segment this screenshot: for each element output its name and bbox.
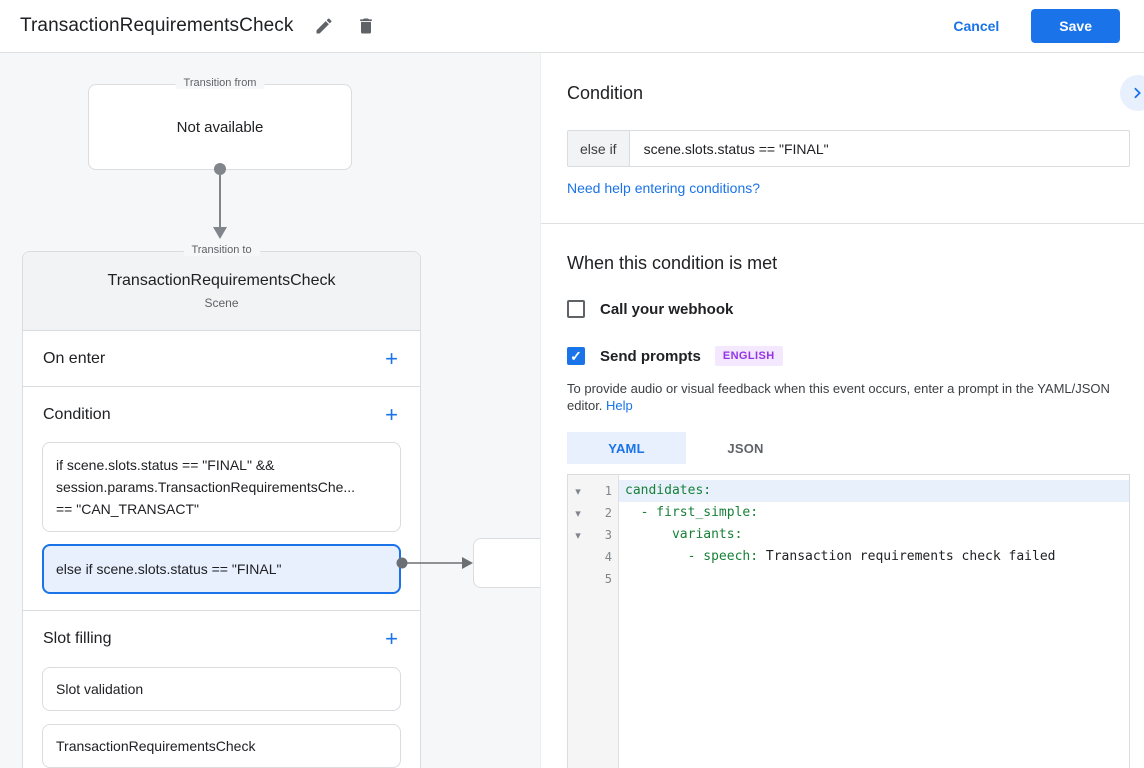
editor-gutter [568, 475, 619, 768]
transition-from-value: Not available [176, 118, 264, 136]
slot-box-1[interactable]: TransactionRequirementsCheck [42, 724, 401, 768]
transition-target-box[interactable] [473, 538, 540, 588]
fold-arrow-icon[interactable]: ▾ [575, 507, 581, 520]
code-line-4[interactable]: 4 - speech: Transaction requirements che… [568, 546, 1129, 568]
slot-filling-section-label: Slot filling [43, 630, 112, 647]
condition-box-1[interactable]: else if scene.slots.status == "FINAL" [42, 544, 401, 594]
cancel-button[interactable]: Cancel [953, 18, 1000, 34]
condition-transition-connector [396, 557, 473, 569]
prompts-description: To provide audio or visual feedback when… [567, 381, 1110, 413]
fold-arrow-icon[interactable]: ▾ [575, 529, 581, 542]
condition-section-label: Condition [43, 406, 111, 423]
conditions-help-link[interactable]: Need help entering conditions? [567, 180, 761, 196]
send-prompts-checkbox[interactable]: ✓ [567, 347, 585, 365]
collapse-panel-button[interactable] [1120, 75, 1144, 111]
call-webhook-checkbox[interactable] [567, 300, 585, 318]
line-number: 5 [604, 572, 612, 586]
line-number: 1 [604, 484, 612, 498]
call-webhook-label: Call your webhook [600, 300, 734, 318]
code-line-5[interactable]: 5 [568, 568, 1129, 590]
send-prompts-label: Send prompts [600, 347, 701, 365]
chevron-right-icon [1127, 82, 1144, 104]
when-condition-met-heading: When this condition is met [567, 253, 778, 273]
top-bar: TransactionRequirementsCheck Cancel Save [0, 0, 1144, 53]
condition-box-0[interactable]: if scene.slots.status == "FINAL" && sess… [42, 442, 401, 532]
on-enter-row[interactable]: On enter + [23, 331, 420, 387]
panel-divider [541, 223, 1144, 224]
panel-heading: Condition [567, 83, 644, 103]
add-condition-icon[interactable]: + [385, 402, 398, 427]
scene-card-header[interactable]: TransactionRequirementsCheck Scene [23, 252, 420, 331]
send-prompts-row: ✓ Send prompts ENGLISH [567, 346, 1130, 366]
line-number: 2 [604, 506, 612, 520]
delete-scene-button[interactable] [354, 14, 378, 38]
edit-scene-button[interactable] [312, 14, 336, 38]
slot-box-0[interactable]: Slot validation [42, 667, 401, 711]
editor-format-tabs: YAML JSON [567, 432, 1130, 464]
condition-expression-input[interactable]: scene.slots.status == "FINAL" [643, 140, 829, 157]
scene-type-label: Scene [204, 296, 239, 310]
tab-json[interactable]: JSON [727, 440, 764, 456]
line-number: 3 [604, 528, 612, 542]
line-number: 4 [604, 550, 612, 564]
prompts-help-link[interactable]: Help [606, 398, 633, 413]
scene-name: TransactionRequirementsCheck [107, 272, 336, 289]
transition-to-legend: Transition to [183, 244, 260, 256]
add-slot-icon[interactable]: + [385, 626, 398, 651]
trash-icon [356, 16, 376, 36]
pencil-icon [314, 16, 334, 36]
add-on-enter-icon[interactable]: + [385, 345, 398, 371]
code-line-2[interactable]: ▾2 - first_simple: [568, 502, 1129, 524]
condition-editor-panel: Condition else if scene.slots.status == … [541, 53, 1144, 768]
code-line-3[interactable]: ▾3 variants: [568, 524, 1129, 546]
condition-prefix-label: else if [568, 131, 630, 166]
on-enter-label: On enter [43, 349, 106, 367]
save-button[interactable]: Save [1031, 9, 1120, 43]
tab-yaml[interactable]: YAML [567, 432, 686, 464]
down-arrow-connector [213, 163, 227, 239]
transition-from-box[interactable]: Transition from Not available [88, 77, 352, 170]
language-badge: ENGLISH [714, 346, 783, 366]
condition-section: Condition + if scene.slots.status == "FI… [23, 387, 420, 611]
transition-from-legend: Transition from [175, 77, 265, 89]
scene-card: Transition to TransactionRequirementsChe… [22, 244, 421, 768]
webhook-row: Call your webhook [567, 300, 1130, 318]
condition-expression-field: else if scene.slots.status == "FINAL" [567, 130, 1130, 167]
fold-arrow-icon[interactable]: ▾ [575, 485, 581, 498]
scene-diagram-canvas: Transition from Not available Transition… [0, 53, 541, 768]
page-title: TransactionRequirementsCheck [20, 15, 294, 36]
